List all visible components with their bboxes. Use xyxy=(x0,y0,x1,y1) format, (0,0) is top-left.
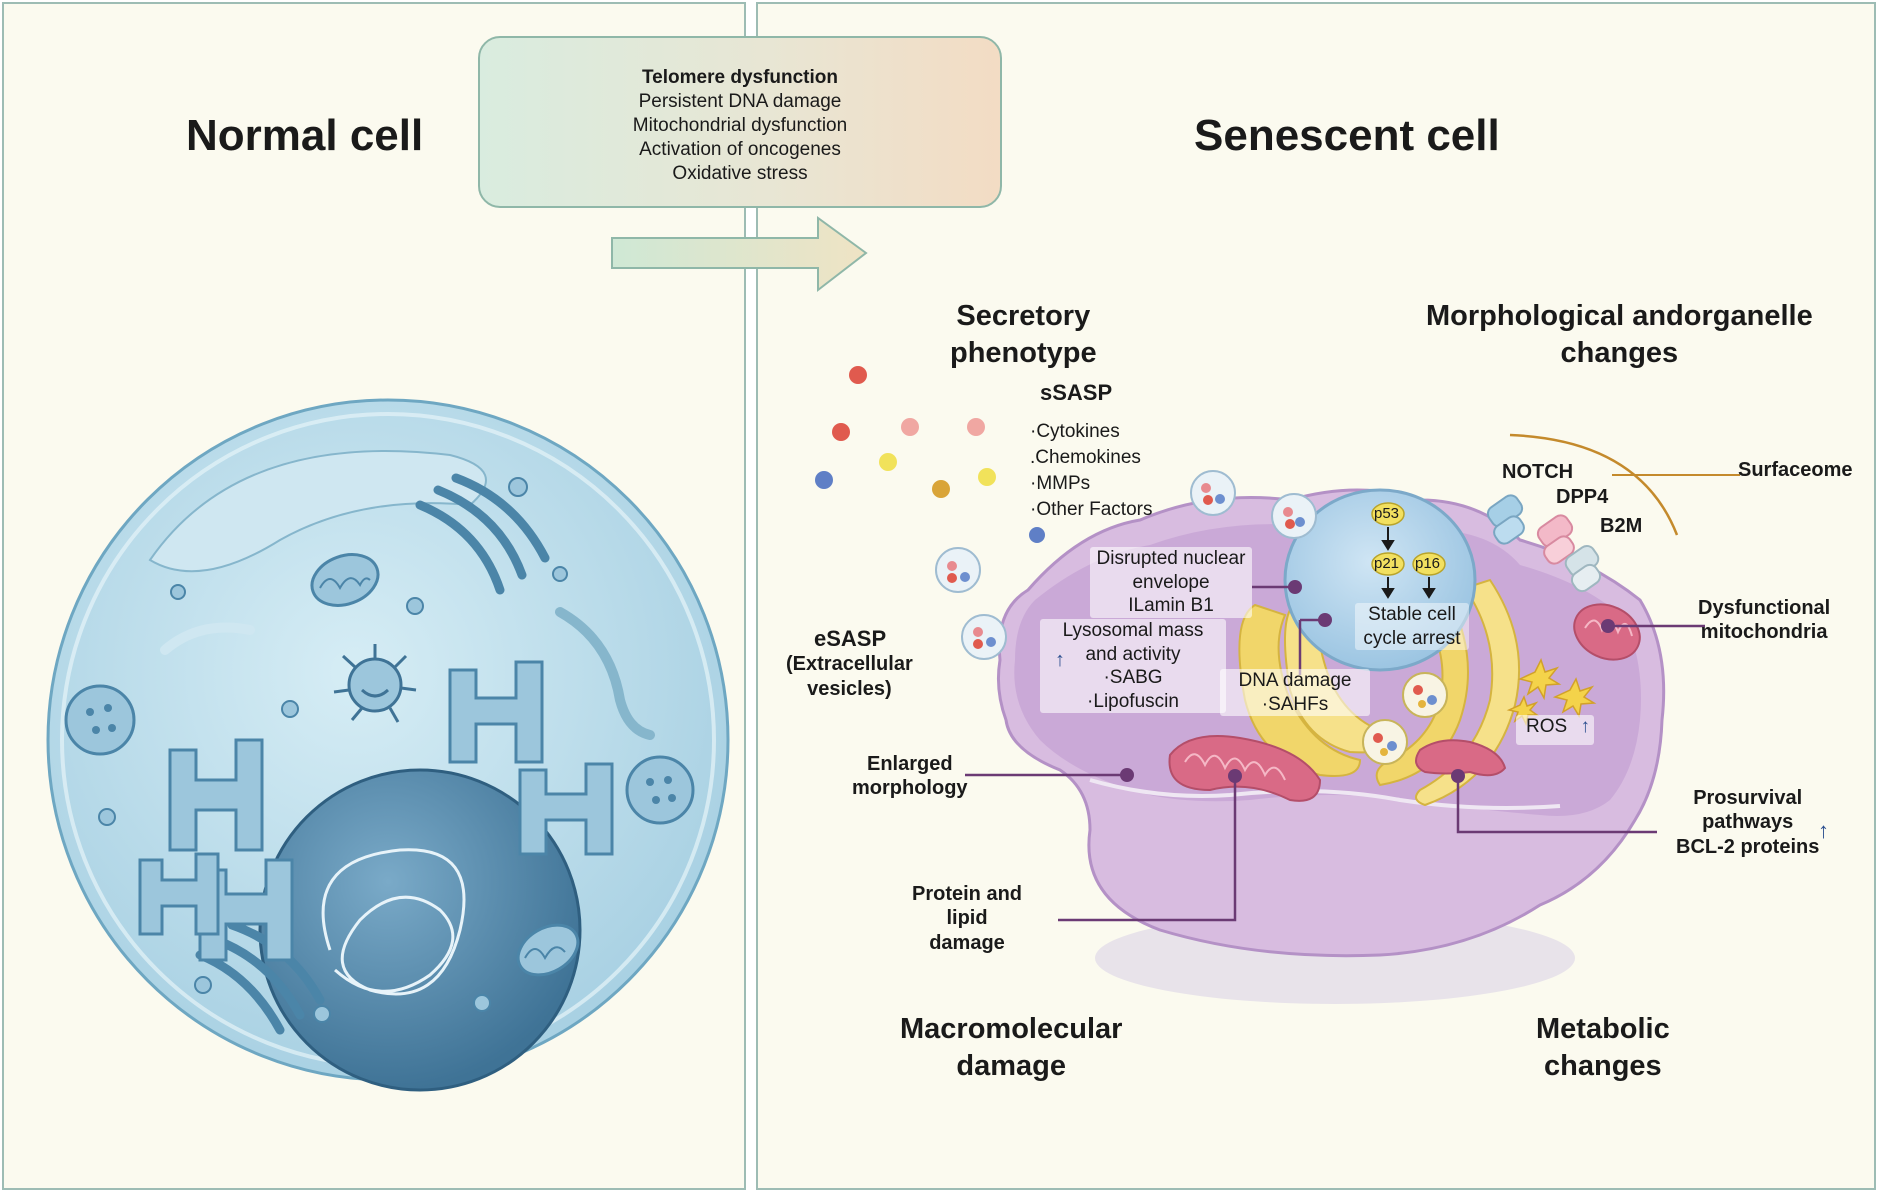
lysosomal-increase-arrow: ↑ xyxy=(1055,649,1065,671)
trigger-oxidative: Oxidative stress xyxy=(672,163,808,184)
ssasp-item-cytokines: ·Cytokines xyxy=(1030,421,1120,442)
leader-lines xyxy=(965,585,1705,922)
ros-text: ROS xyxy=(1526,716,1568,737)
dpp4-label: DPP4 xyxy=(1556,486,1609,508)
secretory-phenotype-heading: Secretory phenotype xyxy=(950,300,1097,369)
surfaceome-label: Surfaceome xyxy=(1738,459,1853,481)
senescence-triggers-box: Telomere dysfunction Persistent DNA dama… xyxy=(478,36,1002,208)
ssasp-item-chemokines: .Chemokines xyxy=(1030,447,1141,468)
cycle-arrest-label: Stable cell cycle arrest xyxy=(1355,603,1469,651)
trigger-oncogenes: Activation of oncogenes xyxy=(639,139,841,160)
normal-cell-title: Normal cell xyxy=(186,111,424,160)
notch-label: NOTCH xyxy=(1502,461,1574,483)
transition-arrow xyxy=(611,216,868,293)
esasp-title: eSASP xyxy=(814,626,887,651)
prosurvival-label: Prosurvival pathways BCL-2 proteins xyxy=(1676,787,1820,858)
morphological-changes-heading: Morphological andorganelle changes xyxy=(1426,300,1813,369)
esasp-subtitle: (Extracellular vesicles) xyxy=(786,653,913,701)
macromolecular-damage-heading: Macromolecular damage xyxy=(900,1013,1123,1082)
protein-lipid-damage-label: Protein and lipid damage xyxy=(912,883,1023,954)
ssasp-title: sSASP xyxy=(1040,380,1113,405)
metabolic-changes-heading: Metabolic changes xyxy=(1536,1013,1670,1082)
trigger-mitochondrial: Mitochondrial dysfunction xyxy=(632,115,848,136)
ssasp-item-other: ·Other Factors xyxy=(1030,499,1153,520)
normal-cell-illustration xyxy=(46,398,730,1092)
dna-damage-label: DNA damage ·SAHFs xyxy=(1220,669,1370,717)
prosurvival-increase-arrow: ↑ xyxy=(1818,818,1829,843)
trigger-dna-damage: Persistent DNA damage xyxy=(638,91,842,112)
senescent-cell-illustration xyxy=(815,366,1740,958)
lysosomal-label: Lysosomal mass and activity ·SABG ·Lipof… xyxy=(1040,619,1226,714)
sasp-factor-dots xyxy=(815,366,1045,543)
p21-label: p21 xyxy=(1374,555,1400,572)
ros-label: ROS ↑ xyxy=(1516,715,1594,745)
enlarged-morphology-label: Enlarged morphology xyxy=(852,753,968,800)
b2m-label: B2M xyxy=(1600,515,1643,537)
ssasp-item-mmps: ·MMPs xyxy=(1030,473,1091,494)
nuclear-envelope-label: Disrupted nuclear envelope ILamin B1 xyxy=(1090,547,1252,618)
p16-label: p16 xyxy=(1415,555,1441,572)
dysfunctional-mitochondria-label: Dysfunctional mitochondria xyxy=(1698,597,1831,644)
trigger-telomere: Telomere dysfunction xyxy=(641,67,838,88)
senescent-cell-title: Senescent cell xyxy=(1194,111,1500,160)
p53-label: p53 xyxy=(1374,505,1400,522)
ros-increase-arrow: ↑ xyxy=(1580,716,1590,737)
